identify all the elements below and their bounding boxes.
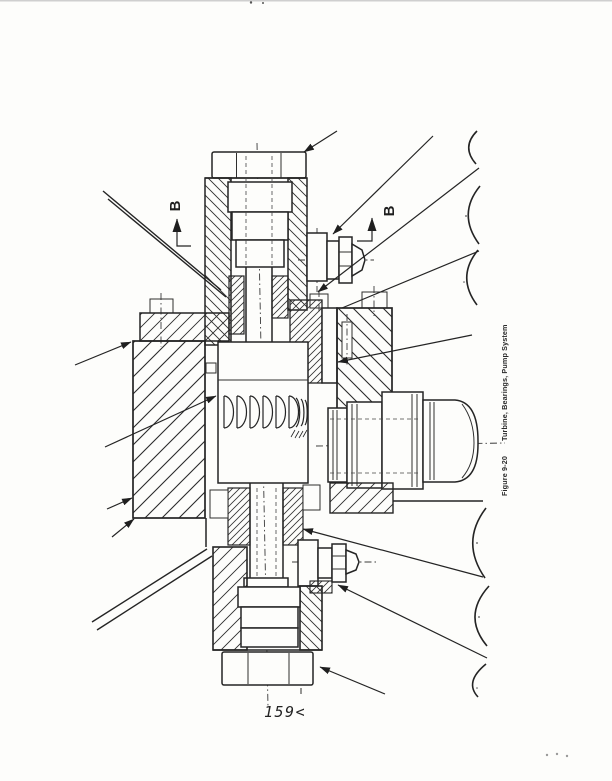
figure-caption: Figure 9-20 Turbine, Bearings, Pump Syst… — [500, 324, 509, 496]
main-flare-fitting — [315, 391, 506, 490]
section-marker-left: B — [167, 200, 191, 247]
section-label-right: B — [381, 205, 398, 216]
coil-spring — [223, 395, 308, 439]
lower-shaft-and-bearings — [209, 483, 321, 588]
upper-flare-fitting — [298, 228, 374, 292]
bottom-hex-nut — [221, 651, 314, 686]
lower-gland-housing — [212, 546, 323, 651]
section-cut-line-lower — [91, 548, 213, 631]
upper-gland-housing — [204, 156, 308, 346]
right-flange — [329, 482, 483, 514]
mid-left-housing — [132, 293, 230, 547]
top-hex-nut — [211, 151, 307, 179]
figure-caption-title: Turbine, Bearings, Pump System — [500, 324, 509, 441]
page-number-group: 159< — [264, 688, 306, 721]
leader-arrows — [74, 130, 488, 695]
adjacent-tube-arcs — [463, 130, 490, 698]
spring-cavity — [217, 341, 309, 484]
page-number: 159< — [264, 703, 306, 721]
lower-flare-fitting — [292, 539, 376, 594]
section-label-left: B — [167, 200, 184, 211]
section-cut-line-upper — [102, 190, 227, 298]
figure-caption-label: Figure 9-20 — [500, 456, 509, 496]
section-marker-right: B — [357, 205, 398, 242]
scan-edge-artifacts — [0, 0, 612, 758]
